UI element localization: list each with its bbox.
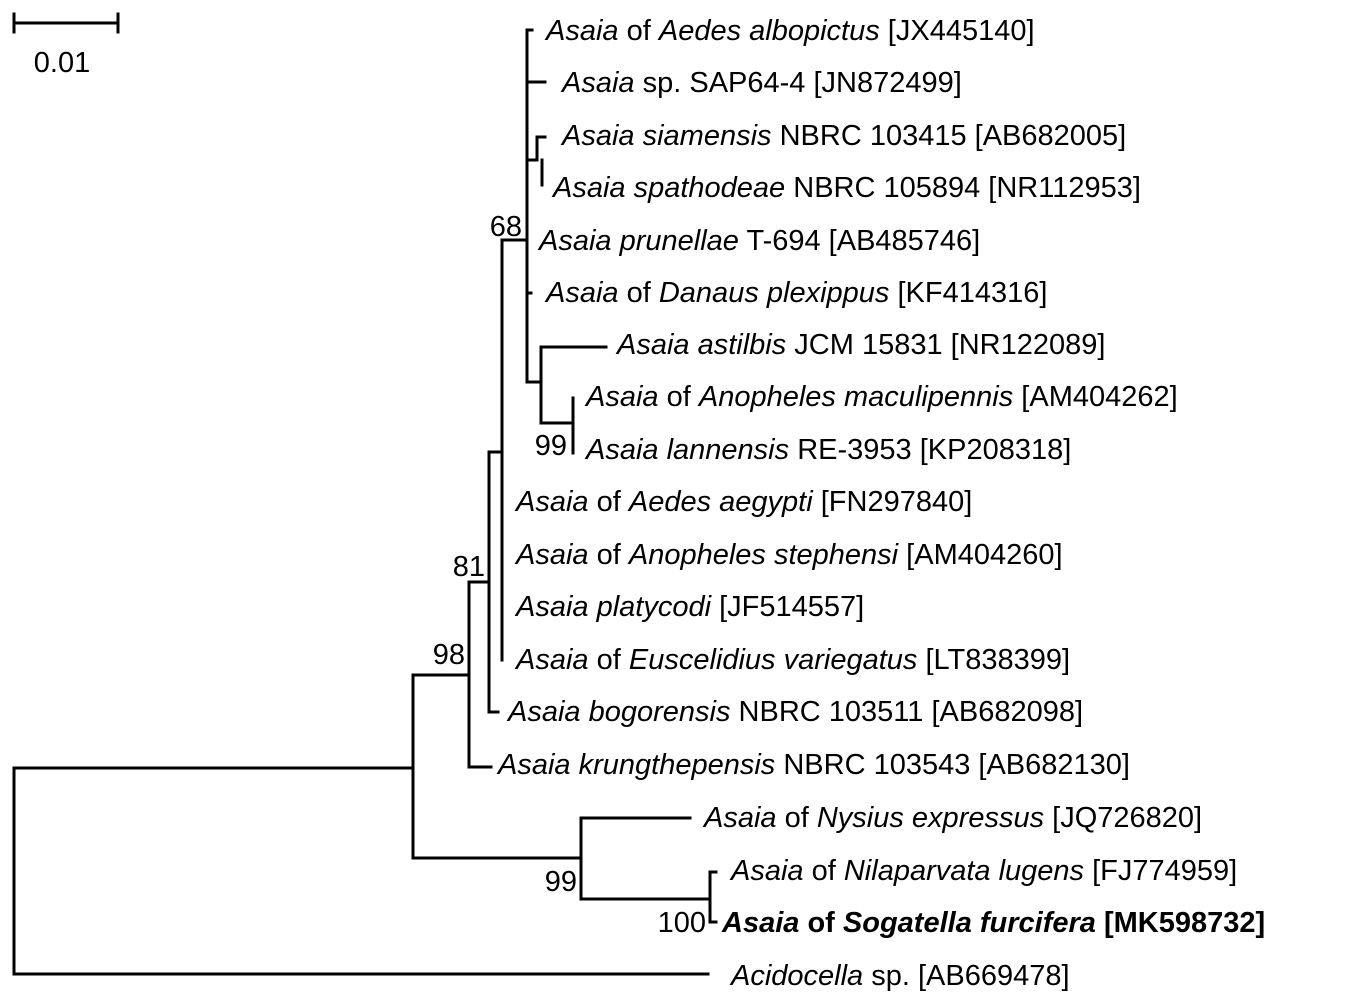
taxon-label-sogatella-furcifera: Asaia of Sogatella furcifera [MK598732] xyxy=(721,907,1265,939)
taxa-labels: Asaia of Aedes albopictus [JX445140] Asa… xyxy=(496,15,1265,992)
taxon-label-part: Asaia xyxy=(514,539,589,571)
taxon-label-part: Euscelidius variegatus xyxy=(629,644,918,676)
taxon-label-aedes-aegypti: Asaia of Aedes aegypti [FN297840] xyxy=(514,486,972,518)
taxon-label-aedes-albopictus: Asaia of Aedes albopictus [JX445140] xyxy=(544,15,1035,47)
scale-bar-label: 0.01 xyxy=(34,47,90,79)
taxon-label-part: Asaia xyxy=(702,802,777,834)
taxon-label-part: [AM404262] xyxy=(1013,381,1177,413)
taxon-label-part: Danaus plexippus xyxy=(659,277,890,309)
taxon-label-asaia-sap64: Asaia sp. SAP64-4 [JN872499] xyxy=(560,67,962,99)
bootstrap-values: 68 99 81 98 99 100 xyxy=(433,211,706,939)
taxon-label-part: Nilaparvata lugens xyxy=(844,855,1084,887)
taxon-label-acidocella: Acidocella sp. [AB669478] xyxy=(729,960,1070,992)
taxon-label-part: of xyxy=(589,539,629,571)
taxon-label-part: Asaia bogorensis xyxy=(506,696,730,728)
taxon-label-part: RE-3953 [KP208318] xyxy=(789,434,1071,466)
taxon-label-nilaparvata-lugens: Asaia of Nilaparvata lugens [FJ774959] xyxy=(729,855,1237,887)
taxon-label-asaia-astilbis: Asaia astilbis JCM 15831 [NR122089] xyxy=(615,329,1105,361)
taxon-label-asaia-spathodeae: Asaia spathodeae NBRC 105894 [NR112953] xyxy=(551,172,1141,204)
taxon-label-part: [JX445140] xyxy=(880,15,1035,47)
branches xyxy=(12,28,718,976)
taxon-label-part: of xyxy=(619,15,659,47)
taxon-label-asaia-krungthepensis: Asaia krungthepensis NBRC 103543 [AB6821… xyxy=(496,749,1130,781)
taxon-label-part: Asaia prunellae xyxy=(537,225,739,257)
bootstrap-98: 98 xyxy=(433,639,465,671)
taxon-label-part: of xyxy=(589,486,629,518)
taxon-label-part: NBRC 103511 [AB682098] xyxy=(730,696,1083,728)
taxon-label-part: Nysius expressus xyxy=(817,802,1044,834)
taxon-label-danaus-plexippus: Asaia of Danaus plexippus [KF414316] xyxy=(544,277,1047,309)
taxon-label-part: Aedes albopictus xyxy=(657,15,880,47)
taxon-label-part: of xyxy=(659,381,699,413)
taxon-label-part: [LT838399] xyxy=(917,644,1070,676)
bootstrap-99-nysius: 99 xyxy=(545,866,577,898)
taxon-label-part: Sogatella furcifera xyxy=(843,907,1096,939)
taxon-label-part: Asaia spathodeae xyxy=(551,172,785,204)
taxon-label-part: of xyxy=(619,277,659,309)
taxon-label-part: of xyxy=(804,855,844,887)
taxon-label-part: of xyxy=(589,644,629,676)
taxon-label-part: Asaia siamensis xyxy=(560,120,772,152)
taxon-label-part: of xyxy=(799,907,843,939)
taxon-label-part: T-694 [AB485746] xyxy=(739,225,980,257)
taxon-label-asaia-siamensis: Asaia siamensis NBRC 103415 [AB682005] xyxy=(560,120,1126,152)
taxon-label-part: NBRC 103415 [AB682005] xyxy=(772,120,1127,152)
taxon-label-part: Asaia xyxy=(544,277,619,309)
taxon-label-part: sp. [AB669478] xyxy=(863,960,1069,992)
taxon-label-part: Anopheles maculipennis xyxy=(697,381,1013,413)
taxon-label-part: Asaia xyxy=(721,907,799,939)
taxon-label-part: Anopheles stephensi xyxy=(627,539,900,571)
taxon-label-asaia-bogorensis: Asaia bogorensis NBRC 103511 [AB682098] xyxy=(506,696,1083,728)
taxon-label-part: [MK598732] xyxy=(1096,907,1265,939)
taxon-label-part: Aedes aegypti xyxy=(627,486,814,518)
taxon-label-anopheles-stephensi: Asaia of Anopheles stephensi [AM404260] xyxy=(514,539,1063,571)
taxon-label-part: [KF414316] xyxy=(889,277,1047,309)
taxon-label-part: [FJ774959] xyxy=(1084,855,1237,887)
taxon-label-anopheles-maculipennis: Asaia of Anopheles maculipennis [AM40426… xyxy=(584,381,1178,413)
taxon-label-asaia-platycodi: Asaia platycodi [JF514557] xyxy=(514,591,864,623)
taxon-label-part: Asaia xyxy=(729,855,804,887)
taxon-label-part: Asaia xyxy=(560,67,635,99)
taxon-label-part: Asaia krungthepensis xyxy=(496,749,775,781)
taxon-label-part: Asaia platycodi xyxy=(514,591,713,623)
bootstrap-68: 68 xyxy=(490,211,522,243)
taxon-label-part: Asaia xyxy=(584,381,659,413)
taxon-label-part: [JQ726820] xyxy=(1044,802,1202,834)
taxon-label-part: JCM 15831 [NR122089] xyxy=(786,329,1105,361)
taxon-label-part: Asaia xyxy=(514,486,589,518)
taxon-label-part: Asaia xyxy=(514,644,589,676)
taxon-label-part: NBRC 103543 [AB682130] xyxy=(775,749,1130,781)
taxon-label-part: Acidocella xyxy=(729,960,863,992)
taxon-label-part: [JF514557] xyxy=(711,591,864,623)
taxon-label-part: [AM404260] xyxy=(898,539,1062,571)
taxon-label-part: sp. SAP64-4 [JN872499] xyxy=(635,67,962,99)
taxon-label-part: Asaia lannensis xyxy=(584,434,789,466)
taxon-label-part: Asaia xyxy=(544,15,619,47)
scale-bar: 0.01 xyxy=(12,12,120,79)
bootstrap-81: 81 xyxy=(453,551,485,583)
bootstrap-100: 100 xyxy=(658,907,706,939)
taxon-label-part: of xyxy=(777,802,817,834)
taxon-label-asaia-prunellae: Asaia prunellae T-694 [AB485746] xyxy=(537,225,980,257)
taxon-label-part: Asaia astilbis xyxy=(615,329,786,361)
taxon-label-part: NBRC 105894 [NR112953] xyxy=(785,172,1141,204)
taxon-label-part: [FN297840] xyxy=(813,486,973,518)
bootstrap-99-lannensis: 99 xyxy=(535,430,567,462)
taxon-label-asaia-lannensis: Asaia lannensis RE-3953 [KP208318] xyxy=(584,434,1071,466)
taxon-label-euscelidius-variegatus: Asaia of Euscelidius variegatus [LT83839… xyxy=(514,644,1070,676)
taxon-label-nysius-expressus: Asaia of Nysius expressus [JQ726820] xyxy=(702,802,1202,834)
